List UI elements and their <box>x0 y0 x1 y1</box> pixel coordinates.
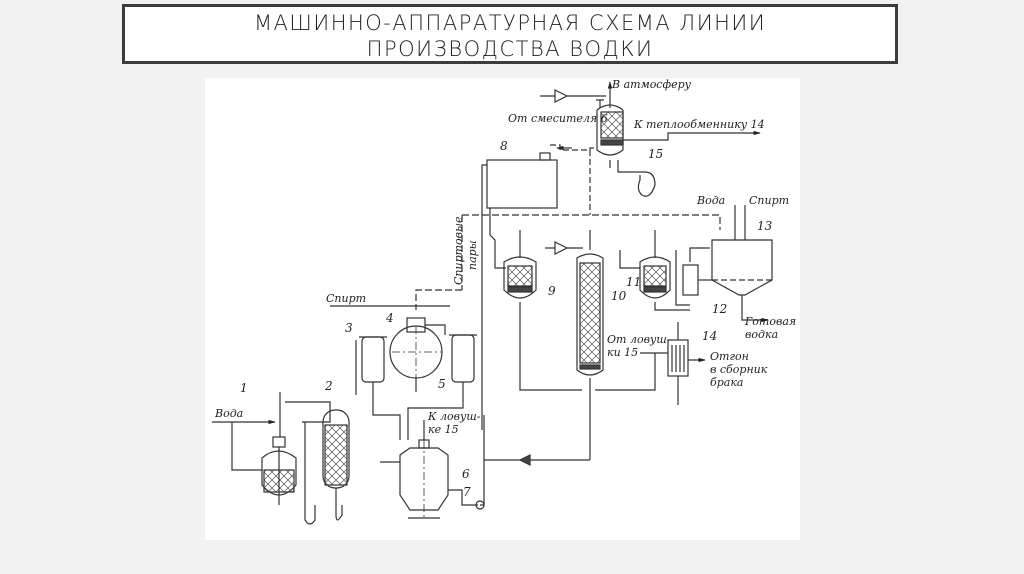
collector-3 <box>355 336 401 440</box>
slide-title-box: МАШИННО-АППАРАТУРНАЯ СХЕМА ЛИНИИ ПРОИЗВО… <box>122 4 898 64</box>
label-n4: 4 <box>385 311 394 325</box>
label-n3: 3 <box>345 321 353 335</box>
slide-title-line-2: ПРОИЗВОДСТВА ВОДКИ <box>366 37 654 61</box>
label-ready-2: водка <box>745 328 778 341</box>
label-spirit-vapors-1: Спиртовые <box>452 216 465 285</box>
label-from-mixer: От смесителя 6 <box>508 112 608 125</box>
label-spirit-top: Спирт <box>749 194 789 207</box>
vessel-1 <box>261 436 297 505</box>
label-n7: 7 <box>463 485 471 499</box>
label-to-heat-exchanger: К теплообменнику 14 <box>633 118 765 131</box>
label-distillate-1: Отгон <box>710 350 749 363</box>
label-n14: 14 <box>702 329 717 343</box>
filter-9 <box>503 230 582 391</box>
label-n2: 2 <box>324 379 333 393</box>
label-n6: 6 <box>462 467 470 481</box>
slide-title-line-1: МАШИННО-АППАРАТУРНАЯ СХЕМА ЛИНИИ <box>253 11 767 35</box>
label-n12: 12 <box>712 302 727 316</box>
label-atmosphere: В атмосферу <box>611 78 692 91</box>
label-n8: 8 <box>500 139 508 153</box>
label-water-top: Вода <box>696 194 725 207</box>
label-distillate-3: брака <box>710 376 743 389</box>
label-n11: 11 <box>626 275 641 289</box>
label-n1: 1 <box>240 381 248 395</box>
loop-line <box>617 160 656 197</box>
label-n9: 9 <box>548 284 556 298</box>
process-diagram: В атмосферу От смесителя 6 К теплообменн… <box>205 78 800 540</box>
label-water-left: Вода <box>214 407 243 420</box>
label-to-trap-1: К ловуш- <box>427 410 481 423</box>
heat-exchanger-14 <box>595 322 706 405</box>
label-n13: 13 <box>757 219 773 233</box>
label-from-trap-1: От ловуш- <box>607 333 671 346</box>
diagram-svg: В атмосферу От смесителя 6 К теплообменн… <box>212 78 796 525</box>
trap-15 <box>596 99 624 168</box>
label-n5: 5 <box>438 377 446 391</box>
vapor-header <box>462 214 721 230</box>
label-n10: 10 <box>611 289 627 303</box>
to-exchanger-line <box>623 130 761 141</box>
filter-11 <box>619 230 690 311</box>
mixing-tank-13 <box>711 205 773 323</box>
label-spirit-vapors-2: пары <box>466 240 479 270</box>
feed-line-top <box>540 89 606 103</box>
flow-indicator-12 <box>675 247 712 306</box>
label-ready-1: Готовая <box>744 315 796 328</box>
column-10 <box>576 230 604 445</box>
label-from-trap-2: ки 15 <box>607 346 638 359</box>
label-n15: 15 <box>648 147 663 161</box>
mixer-6 <box>399 420 478 519</box>
collector-5 <box>407 334 477 440</box>
tank-8 <box>481 152 558 430</box>
label-to-trap-2: ке 15 <box>428 423 459 436</box>
filter-2 <box>322 409 350 521</box>
evaporator-4 <box>330 305 450 392</box>
label-spirit-left: Спирт <box>326 292 366 305</box>
label-distillate-2: в сборник <box>710 363 768 376</box>
